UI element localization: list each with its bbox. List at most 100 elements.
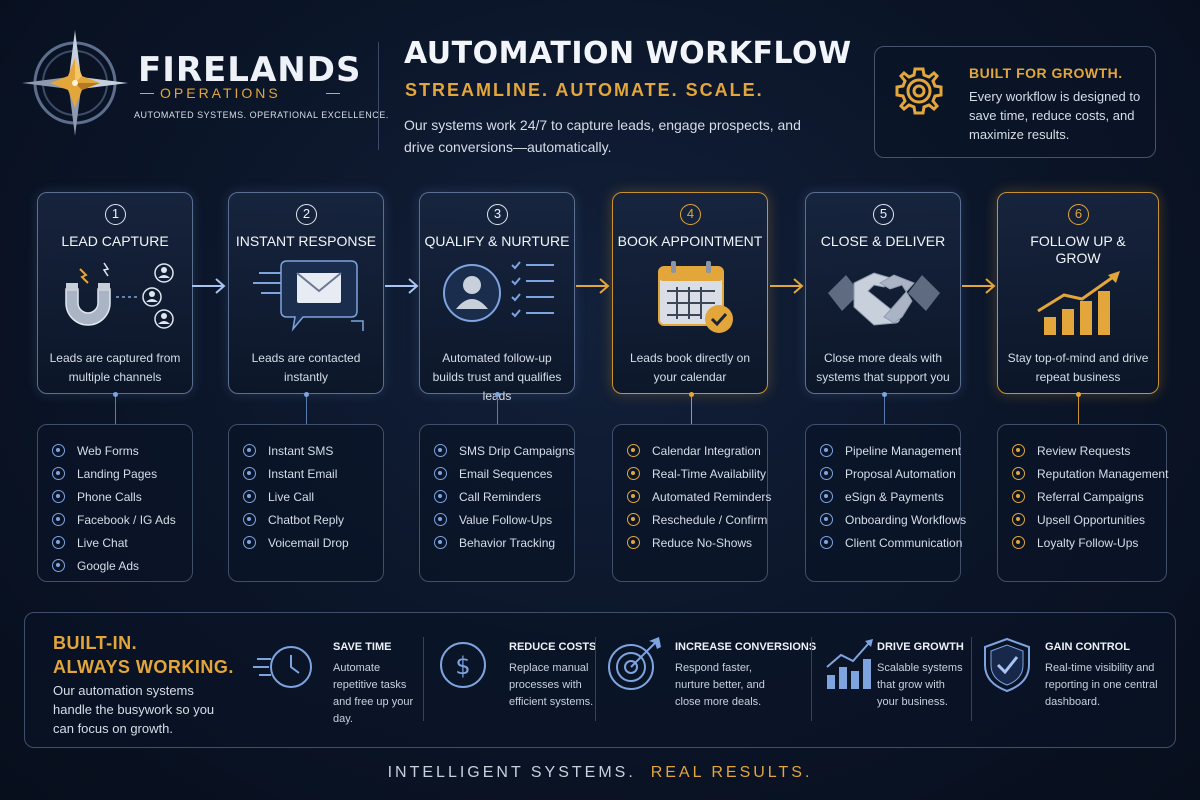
list-item-label: Calendar Integration bbox=[652, 443, 761, 458]
arrow-right-icon bbox=[576, 278, 610, 294]
list-item-label: Live Chat bbox=[77, 535, 128, 550]
list-item: Calendar Integration bbox=[613, 439, 767, 462]
arrow-right-icon bbox=[385, 278, 419, 294]
growth-text: Every workflow is designed to save time,… bbox=[969, 89, 1141, 142]
list-item: Proposal Automation bbox=[806, 462, 960, 485]
list-item: Reduce No-Shows bbox=[613, 531, 767, 554]
calendar-icon bbox=[627, 444, 640, 457]
list-item-label: Client Communication bbox=[845, 535, 963, 550]
list-item: Instant SMS bbox=[229, 439, 383, 462]
list-item: Review Requests bbox=[998, 439, 1166, 462]
list-item: Value Follow-Ups bbox=[420, 508, 574, 531]
brand-divider bbox=[326, 93, 340, 94]
feature-list-close-deliver: Pipeline Management Proposal Automation … bbox=[805, 424, 966, 582]
check-icon bbox=[627, 536, 640, 549]
list-item: Facebook / IG Ads bbox=[38, 508, 192, 531]
connector-line bbox=[1078, 394, 1079, 424]
phone-icon bbox=[243, 490, 256, 503]
connector-line bbox=[691, 394, 692, 424]
chat-icon bbox=[820, 536, 833, 549]
user-icon bbox=[52, 513, 65, 526]
list-item-label: Real-Time Availability bbox=[652, 466, 767, 481]
list-item: Reputation Management bbox=[998, 462, 1168, 485]
brand-sub: OPERATIONS bbox=[160, 85, 281, 101]
step-card-qualify-nurture: 3 QUALIFY & NURTURE Automated follow-up … bbox=[419, 192, 575, 403]
list-item-label: Behavior Tracking bbox=[459, 535, 556, 550]
page-title: AUTOMATION WORKFLOW bbox=[404, 36, 852, 71]
list-item-label: SMS Drip Campaigns bbox=[459, 443, 575, 458]
arrow-right-icon bbox=[770, 278, 804, 294]
user-icon bbox=[434, 513, 447, 526]
pen-icon bbox=[820, 490, 833, 503]
user-icon bbox=[52, 559, 65, 572]
benefit-text: Replace manual processes with efficient … bbox=[509, 662, 594, 708]
feature-list-follow-up-grow: Review Requests Reputation Management Re… bbox=[997, 424, 1168, 582]
list-item-label: Facebook / IG Ads bbox=[77, 512, 176, 527]
connector-dot bbox=[113, 392, 118, 397]
shield-check-icon bbox=[984, 637, 1030, 693]
list-item: Client Communication bbox=[806, 531, 963, 554]
svg-text:$: $ bbox=[455, 652, 470, 680]
list-item-label: Chatbot Reply bbox=[268, 512, 345, 527]
brand-divider bbox=[140, 93, 154, 94]
list-item: Voicemail Drop bbox=[229, 531, 383, 554]
document-icon bbox=[820, 467, 833, 480]
phone-icon bbox=[434, 490, 447, 503]
list-item: Onboarding Workflows bbox=[806, 508, 966, 531]
connector-dot bbox=[495, 392, 500, 397]
banner-title-line: ALWAYS WORKING. bbox=[53, 657, 234, 677]
step-title: LEAD CAPTURE bbox=[61, 233, 169, 249]
list-item-label: eSign & Payments bbox=[845, 489, 944, 504]
list-item-label: Onboarding Workflows bbox=[845, 512, 967, 527]
mail-icon bbox=[434, 467, 447, 480]
banner-title: BUILT-IN. ALWAYS WORKING. bbox=[53, 631, 234, 679]
growth-card: BUILT FOR GROWTH. Every workflow is desi… bbox=[874, 46, 1156, 158]
user-checklist-icon bbox=[443, 261, 554, 322]
clock-icon bbox=[253, 646, 312, 688]
list-item: Automated Reminders bbox=[613, 485, 771, 508]
step-title: FOLLOW UP & GROW bbox=[1030, 233, 1126, 266]
gear-icon bbox=[895, 67, 943, 115]
step-description: Leads are contacted instantly bbox=[251, 351, 361, 384]
user-icon bbox=[820, 513, 833, 526]
benefit-save-time: SAVE TIME Automate repetitive tasks and … bbox=[253, 629, 429, 733]
step-title: INSTANT RESPONSE bbox=[235, 233, 377, 249]
benefit-title: SAVE TIME bbox=[333, 641, 392, 653]
benefit-title: GAIN CONTROL bbox=[1045, 641, 1130, 653]
connector-dot bbox=[1076, 392, 1081, 397]
list-item: eSign & Payments bbox=[806, 485, 960, 508]
growth-chart-icon bbox=[1037, 271, 1120, 335]
star-icon bbox=[1012, 444, 1025, 457]
brand-tagline: AUTOMATED SYSTEMS. OPERATIONAL EXCELLENC… bbox=[134, 110, 389, 120]
list-item-label: Automated Reminders bbox=[652, 489, 772, 504]
user-icon bbox=[52, 490, 65, 503]
benefit-title: REDUCE COSTS bbox=[509, 641, 597, 653]
connector-dot bbox=[689, 392, 694, 397]
benefit-gain-control: GAIN CONTROL Real-time visibility and re… bbox=[983, 629, 1173, 733]
user-icon bbox=[243, 536, 256, 549]
step-card-lead-capture: 1 LEAD CAPTURE Leads are captured from m… bbox=[37, 192, 193, 394]
target-icon bbox=[608, 637, 661, 690]
list-item: SMS Drip Campaigns bbox=[420, 439, 574, 462]
user-icon bbox=[243, 467, 256, 480]
connector-line bbox=[497, 394, 498, 424]
list-item-label: Web Forms bbox=[77, 443, 139, 458]
compass-logo-icon bbox=[22, 30, 128, 136]
benefit-text: Automate repetitive tasks and free up yo… bbox=[333, 662, 414, 725]
benefit-text: Scalable systems that grow with your bus… bbox=[877, 662, 963, 708]
list-item-label: Reduce No-Shows bbox=[652, 535, 753, 550]
connector-line bbox=[306, 394, 307, 424]
step-number: 4 bbox=[680, 204, 701, 225]
banner-text: Our automation systems handle the busywo… bbox=[53, 683, 215, 736]
step-number: 3 bbox=[487, 204, 508, 225]
clock-icon bbox=[627, 467, 640, 480]
list-item-label: Live Call bbox=[268, 489, 315, 504]
connector-dot bbox=[304, 392, 309, 397]
arrow-right-icon bbox=[962, 278, 996, 294]
user-icon bbox=[52, 444, 65, 457]
step-card-book-appointment: 4 BOOK APPOINTMENT Leads book directly o… bbox=[612, 192, 768, 394]
header-divider bbox=[378, 42, 379, 150]
star-icon bbox=[1012, 467, 1025, 480]
benefit-divider bbox=[423, 637, 424, 721]
star-icon bbox=[1012, 513, 1025, 526]
